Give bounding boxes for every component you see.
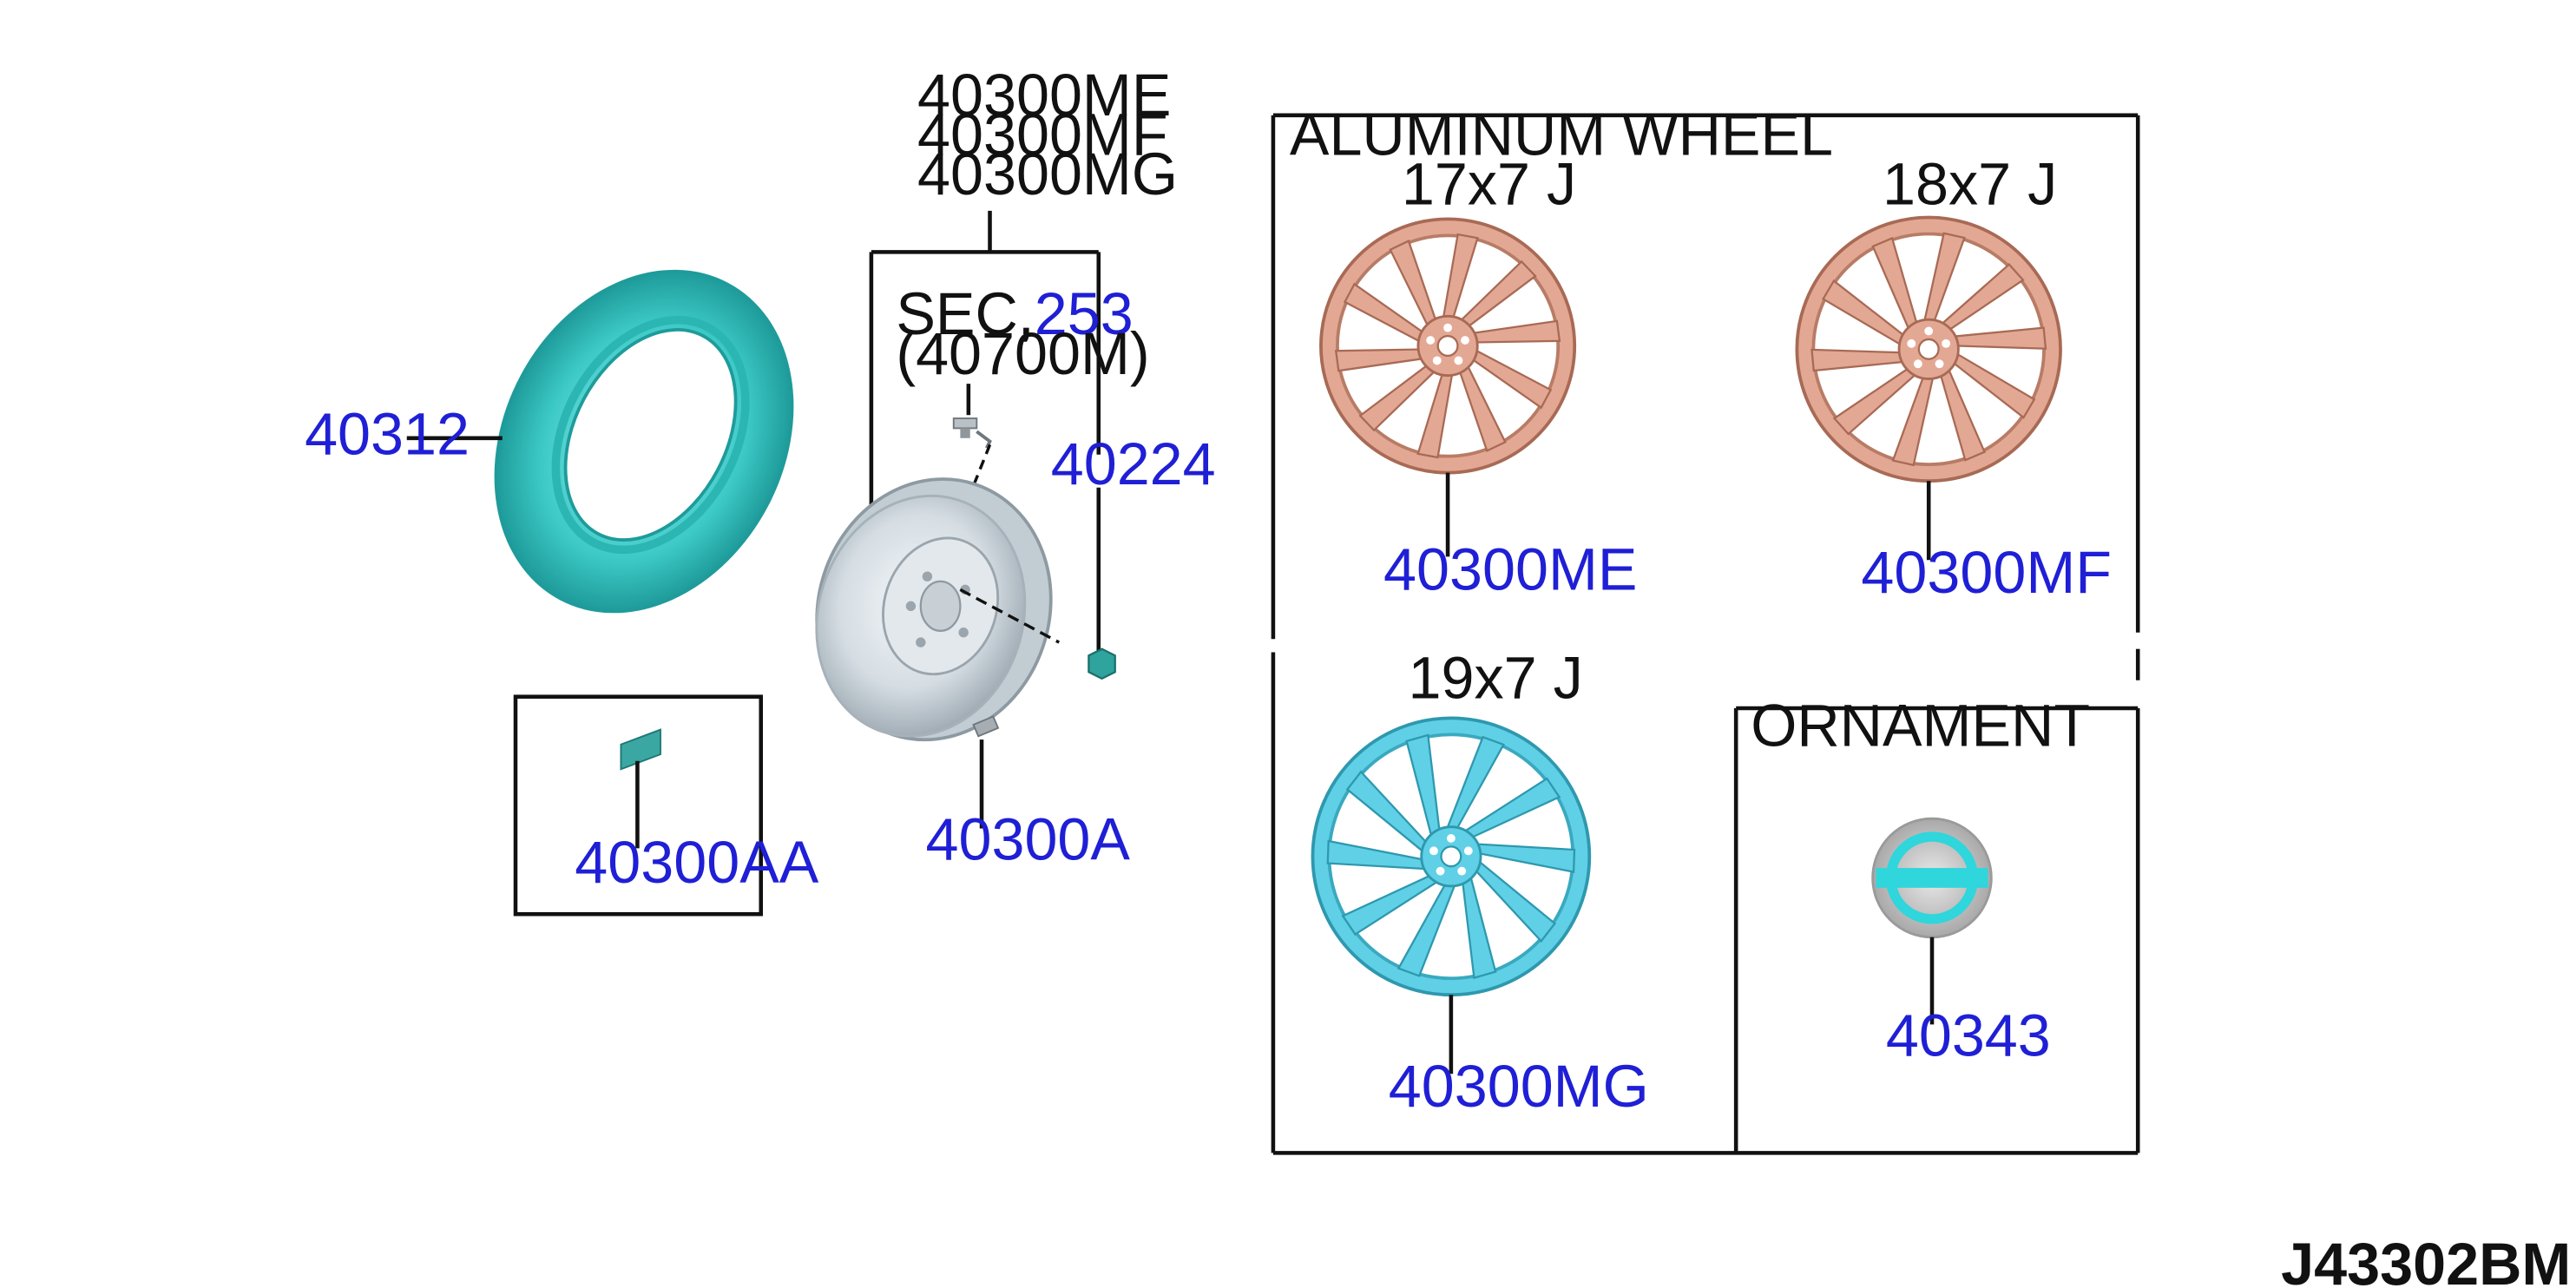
lug-hole <box>1454 356 1463 365</box>
wheel-nut-icon <box>1088 647 1116 680</box>
header-part-1: 40300ME <box>917 62 1171 128</box>
spare-wheel-icon <box>815 477 1053 742</box>
sec-number-link[interactable]: 253 <box>1035 281 1134 347</box>
sec-sub-part: (40700M) <box>896 321 1149 387</box>
alloy-wheel-17-icon <box>1319 217 1577 475</box>
lug-hole <box>1942 338 1951 348</box>
wheel-size-17: 17x7 J <box>1402 151 1576 217</box>
ornament-title: ORNAMENT <box>1751 693 2090 759</box>
wheel-size-18: 18x7 J <box>1883 151 2057 217</box>
header-part-2: 40300MF <box>917 102 1168 168</box>
lug-hole <box>1461 336 1469 345</box>
lug-hole <box>1907 338 1916 348</box>
lug-hole <box>1924 326 1934 336</box>
lug-hole <box>1443 323 1453 332</box>
tpms-valve-icon <box>952 417 992 450</box>
aluminum-wheel-frame <box>1271 113 2140 1155</box>
part-number-tire[interactable]: 40312 <box>305 402 470 468</box>
lug-hole <box>1429 846 1438 856</box>
lug-hole <box>1913 359 1922 369</box>
part-number-wheel-17[interactable]: 40300ME <box>1383 536 1637 602</box>
part-number-label[interactable]: 40300AA <box>575 830 818 896</box>
header-part-3: 40300MG <box>917 141 1178 207</box>
sec-reference: SEC,253 <box>896 281 1133 347</box>
header-bracket <box>869 210 1101 656</box>
diagram-code: J43302BM <box>2281 1232 2571 1288</box>
lug-hole <box>1436 866 1445 876</box>
wheel-label-icon <box>620 728 661 771</box>
alloy-wheel-18-icon <box>1795 215 2062 483</box>
balance-weight-icon <box>972 715 1000 738</box>
label-detail-box <box>513 694 764 917</box>
part-number-wheel-19[interactable]: 40300MG <box>1389 1054 1649 1120</box>
part-number-wheel-18[interactable]: 40300MF <box>1861 540 2112 606</box>
part-number-wheel-nut[interactable]: 40224 <box>1051 431 1216 497</box>
lug-hole <box>1446 833 1456 843</box>
lug-hole <box>1457 866 1467 876</box>
ornament-box <box>1733 706 2139 1153</box>
lug-hole <box>1432 356 1442 365</box>
aluminum-wheel-title: ALUMINUM WHEEL <box>1290 102 1833 168</box>
sec-prefix: SEC, <box>896 281 1034 347</box>
part-number-ornament[interactable]: 40343 <box>1886 1002 2051 1068</box>
alloy-wheel-19-icon <box>1311 716 1592 997</box>
lug-hole <box>1463 846 1473 856</box>
lug-hole <box>1426 336 1436 345</box>
tire-icon <box>494 269 794 614</box>
lug-hole <box>1935 359 1944 369</box>
wheel-size-19: 19x7 J <box>1409 646 1583 712</box>
dashed-line-nut <box>959 588 1061 644</box>
center-cap-icon <box>1871 817 1993 939</box>
part-number-balance-weight[interactable]: 40300A <box>926 807 1131 873</box>
